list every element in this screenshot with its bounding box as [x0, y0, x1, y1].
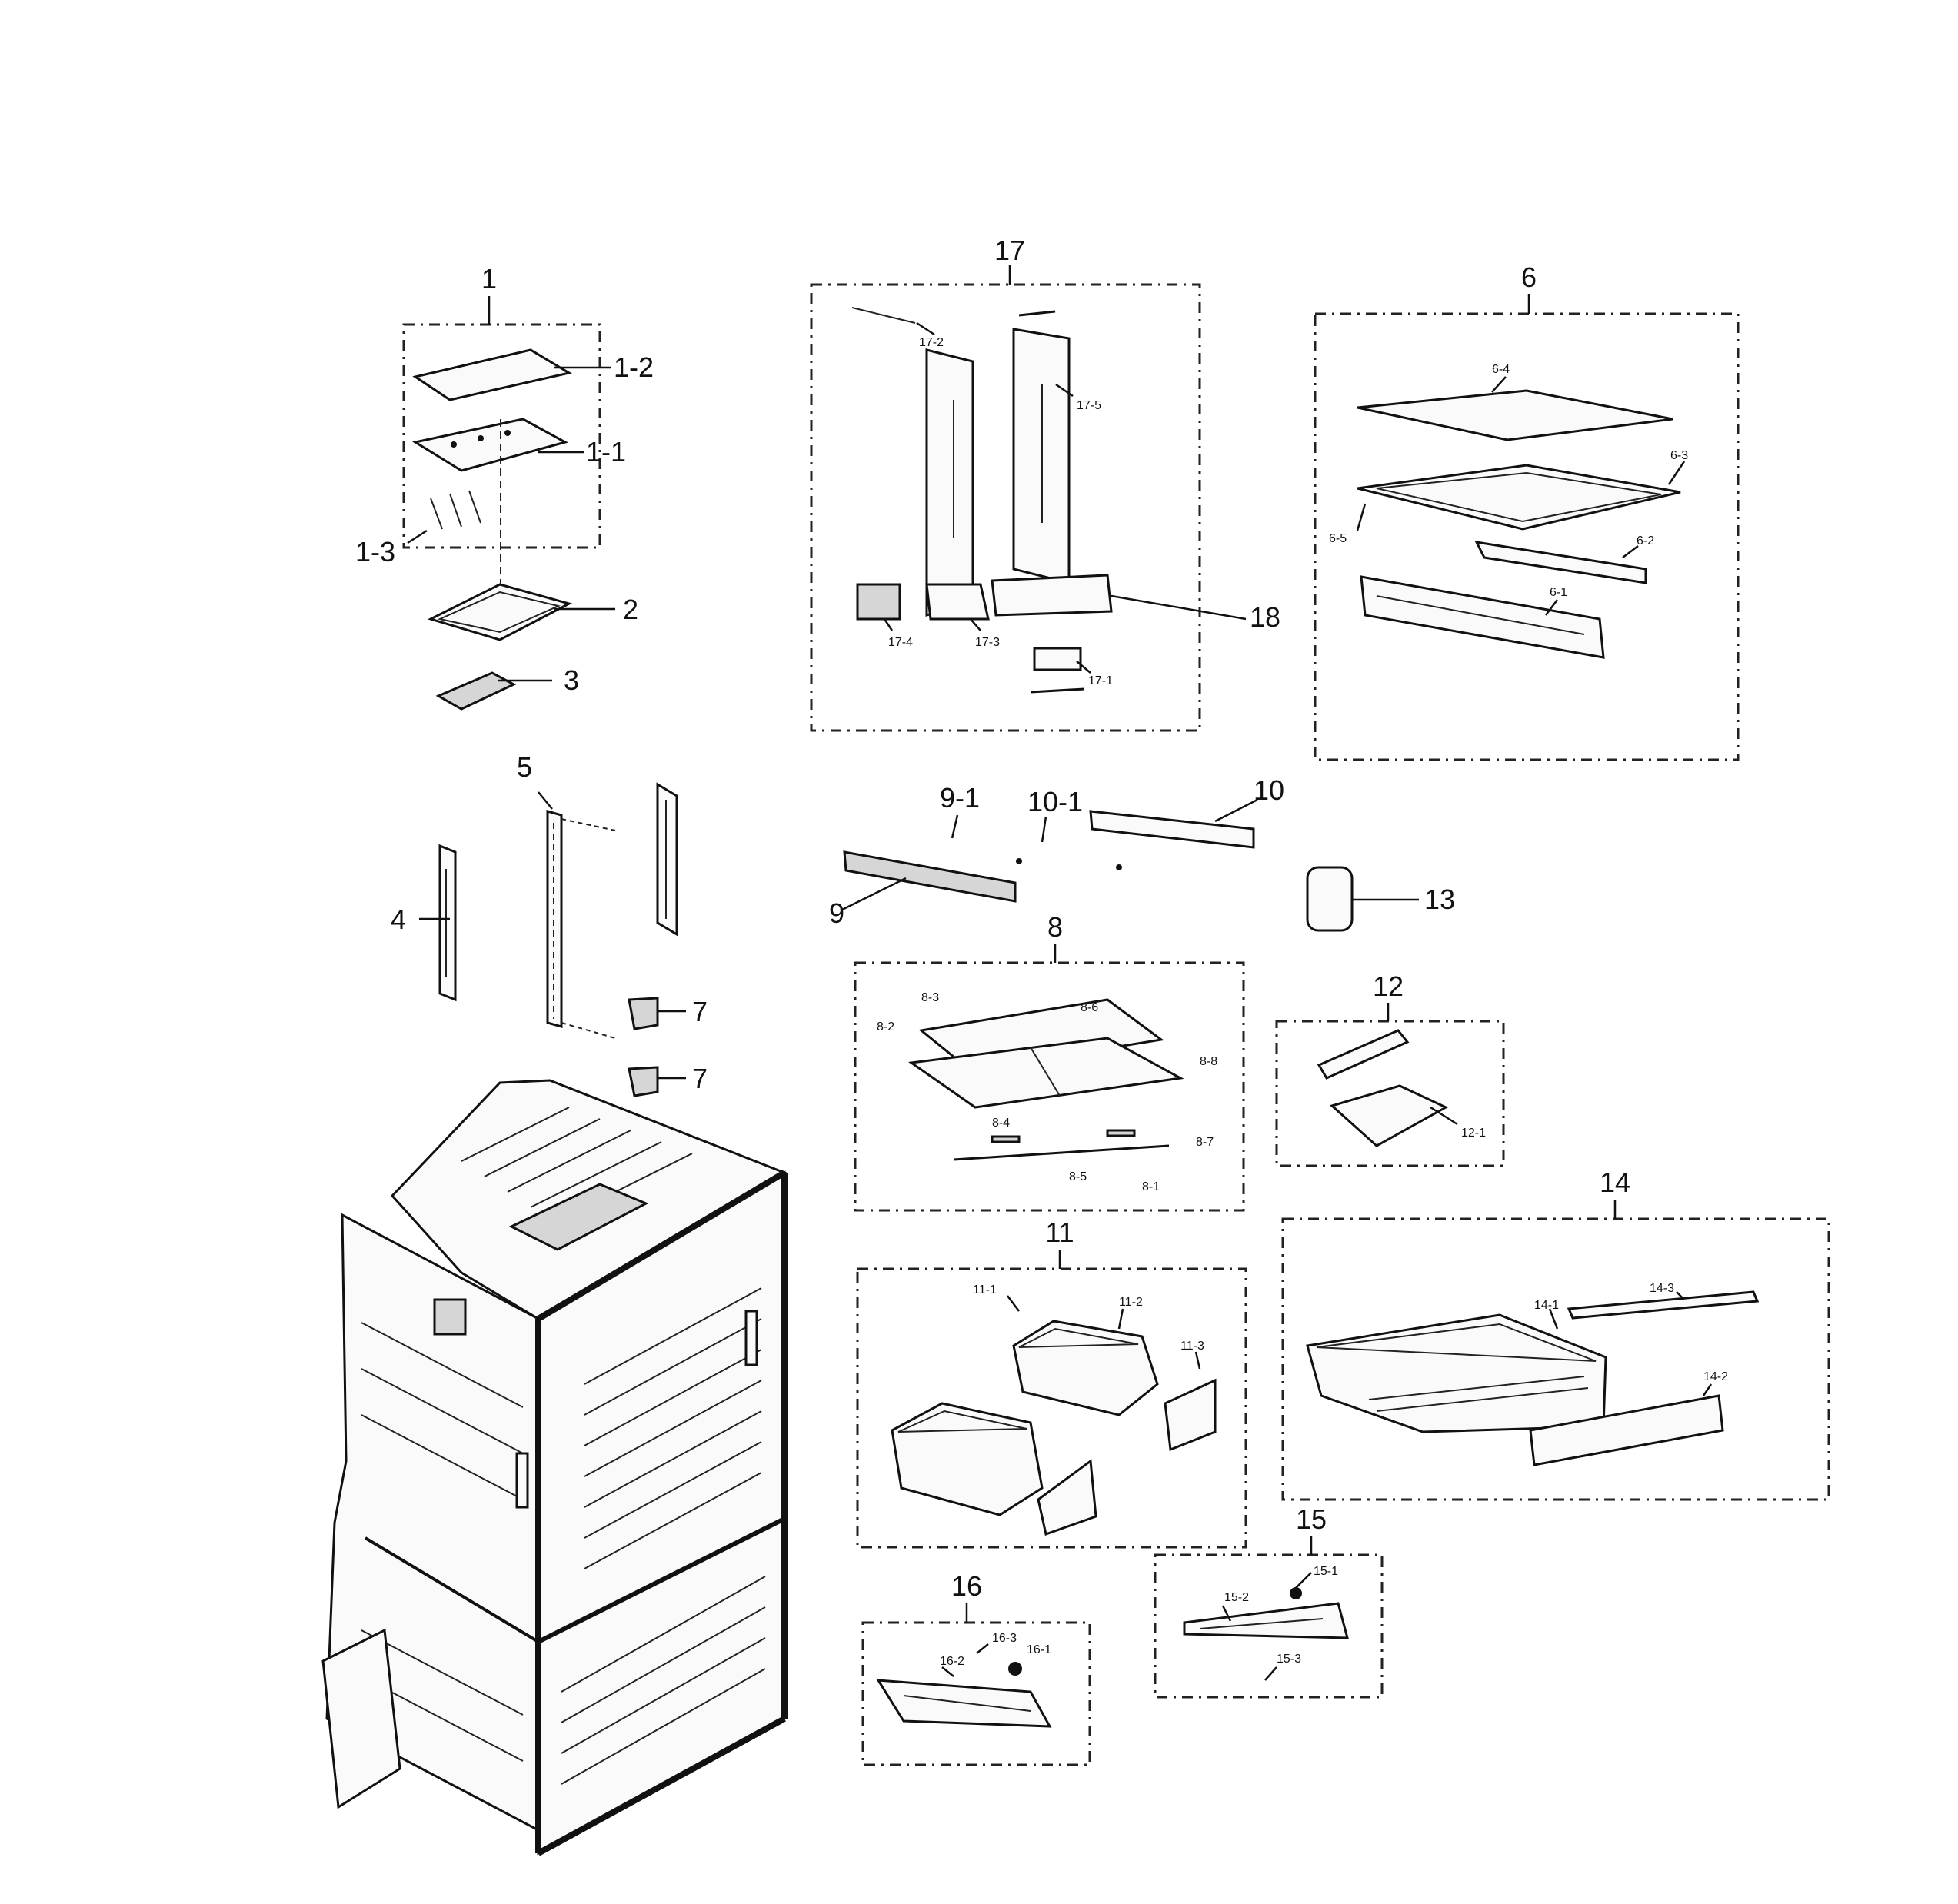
label-15-1: 15-1 — [1314, 1565, 1338, 1578]
label-11-2: 11-2 — [1119, 1296, 1143, 1309]
group-8-shelf: 8 8-6 8-3 8-2 8-8 8-4 8-7 8-5 8-1 — [854, 911, 1245, 1212]
group-16-rail: 16 16-3 16-1 16-2 — [861, 1570, 1091, 1766]
label-6-2: 6-2 — [1637, 534, 1654, 548]
label-6-3: 6-3 — [1670, 449, 1688, 462]
group-4-5-7-rails: 5 4 7 7 — [391, 751, 708, 1097]
label-8-2: 8-2 — [877, 1020, 894, 1034]
label-8-7: 8-7 — [1196, 1136, 1214, 1149]
label-15: 15 — [1296, 1503, 1327, 1535]
label-8-8: 8-8 — [1200, 1055, 1217, 1068]
label-6: 6 — [1521, 261, 1537, 293]
label-8-4: 8-4 — [992, 1117, 1010, 1130]
label-11: 11 — [1045, 1217, 1074, 1248]
label-3: 3 — [564, 664, 579, 696]
label-10-1: 10-1 — [1027, 786, 1083, 817]
label-5: 5 — [517, 751, 532, 783]
label-14: 14 — [1600, 1167, 1630, 1198]
group-14-drawer: 14 14-1 14-3 14-2 — [1281, 1167, 1830, 1501]
label-12: 12 — [1373, 970, 1404, 1002]
label-4: 4 — [391, 904, 406, 935]
label-17-5: 17-5 — [1077, 399, 1101, 412]
label-16-3: 16-3 — [992, 1632, 1017, 1645]
label-6-1: 6-1 — [1550, 586, 1567, 599]
group-6-shelf-assembly: 6 6-4 6-3 6-5 6-2 6-1 — [1314, 261, 1740, 761]
group-11-bins: 11 11-1 11-2 11-3 — [856, 1217, 1247, 1549]
label-10: 10 — [1254, 774, 1284, 806]
label-6-5: 6-5 — [1329, 532, 1347, 545]
label-16-1: 16-1 — [1027, 1643, 1051, 1656]
label-13: 13 — [1424, 884, 1455, 915]
group-9-10-13-covers: 9-1 10-1 10 9 13 — [829, 774, 1455, 932]
label-17-4: 17-4 — [888, 636, 913, 649]
label-7-upper: 7 — [692, 996, 708, 1027]
label-12-1: 12-1 — [1461, 1127, 1486, 1140]
label-17: 17 — [994, 235, 1025, 266]
label-8: 8 — [1047, 911, 1063, 943]
label-17-2: 17-2 — [919, 336, 944, 349]
label-9-1: 9-1 — [940, 782, 980, 814]
label-1-3: 1-3 — [355, 536, 395, 568]
label-1: 1 — [481, 263, 497, 295]
label-16-2: 16-2 — [940, 1655, 964, 1668]
label-14-3: 14-3 — [1650, 1282, 1674, 1295]
label-6-4: 6-4 — [1492, 363, 1510, 376]
refrigerator-cabinet — [321, 1079, 788, 1856]
label-18: 18 — [1250, 601, 1280, 633]
group-1-control-panel: 1 1-2 1-1 1-3 2 3 — [355, 263, 654, 711]
label-14-1: 14-1 — [1534, 1299, 1559, 1312]
label-14-2: 14-2 — [1703, 1370, 1728, 1383]
label-8-6: 8-6 — [1081, 1001, 1098, 1014]
label-2: 2 — [623, 594, 638, 625]
label-16: 16 — [951, 1570, 982, 1602]
label-17-1: 17-1 — [1088, 674, 1113, 687]
label-1-2: 1-2 — [614, 351, 654, 383]
label-11-3: 11-3 — [1180, 1340, 1204, 1353]
label-17-3: 17-3 — [975, 636, 1000, 649]
label-1-1: 1-1 — [586, 436, 626, 468]
group-12-filter: 12 12-1 — [1275, 970, 1505, 1167]
label-15-2: 15-2 — [1224, 1591, 1249, 1604]
label-11-1: 11-1 — [973, 1283, 997, 1297]
group-17-duct-assembly: 17 17-2 17-5 17-4 17-3 17-1 18 — [810, 235, 1280, 732]
label-8-3: 8-3 — [921, 991, 939, 1004]
label-7-lower: 7 — [692, 1063, 708, 1094]
label-8-1: 8-1 — [1142, 1180, 1160, 1193]
label-8-5: 8-5 — [1069, 1170, 1087, 1183]
label-15-3: 15-3 — [1277, 1653, 1301, 1666]
label-9: 9 — [829, 897, 844, 929]
group-15-rail: 15 15-1 15-2 15-3 — [1154, 1503, 1384, 1699]
